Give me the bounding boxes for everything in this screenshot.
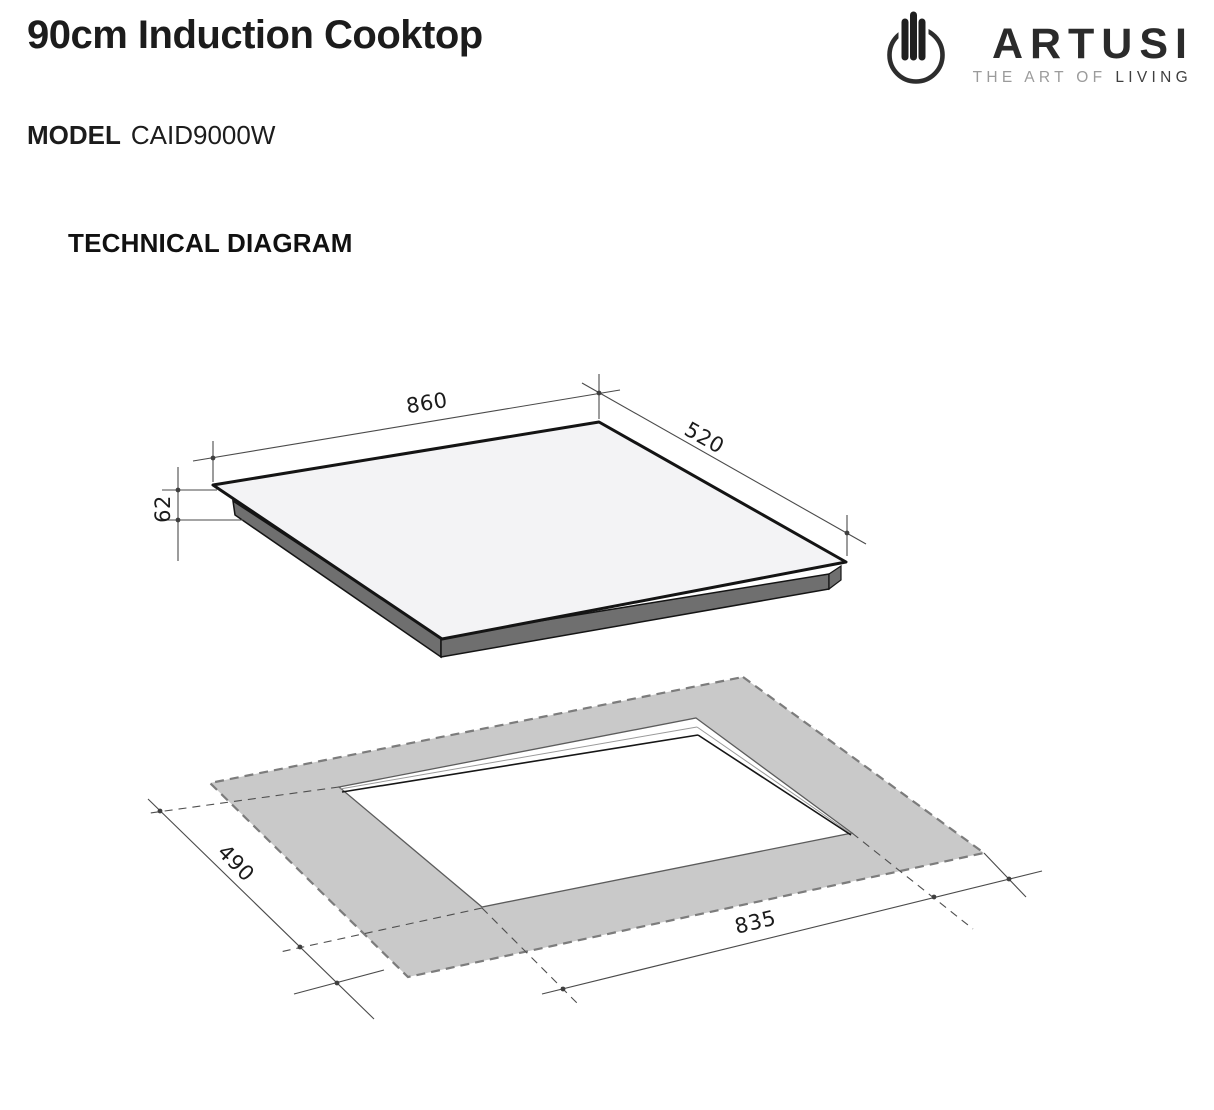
brand-tagline-suffix: LIVING (1115, 69, 1192, 86)
brand-tagline-prefix: THE ART OF (973, 69, 1107, 86)
section-heading: TECHNICAL DIAGRAM (68, 228, 353, 258)
cutout-wall-bottom-right (697, 734, 852, 836)
page-title: 90cm Induction Cooktop (27, 13, 483, 57)
cutout-wall-bottom-left (341, 734, 699, 793)
dimension-label-cutout-width: 835 (732, 906, 778, 939)
dimension-label-cooktop-height: 62 (151, 495, 175, 523)
dimension-label-cutout-depth: 490 (213, 840, 259, 886)
cutout-wall-lip-right (696, 726, 851, 834)
model-label: MODEL (27, 120, 121, 150)
brand-tagline: THE ART OF LIVING (973, 69, 1192, 86)
cutout-wall-lip-left (339, 726, 698, 790)
cutout-hole (337, 717, 854, 908)
brand-name: ARTUSI (992, 20, 1194, 68)
cooktop-base-end-face (828, 564, 842, 591)
cooktop-isometric-diagram: 860 520 62 (151, 374, 867, 659)
cooktop-glass-top (211, 420, 848, 641)
dimension-label-cooktop-width: 860 (404, 388, 449, 419)
artusi-logo: ARTUSI THE ART OF LIVING (887, 7, 1194, 86)
model-line: MODEL CAID9000W (27, 120, 275, 151)
model-number: CAID9000W (130, 120, 276, 150)
cutout-diagram: 490 835 (147, 675, 1043, 1020)
artusi-logo-icon (887, 7, 945, 84)
